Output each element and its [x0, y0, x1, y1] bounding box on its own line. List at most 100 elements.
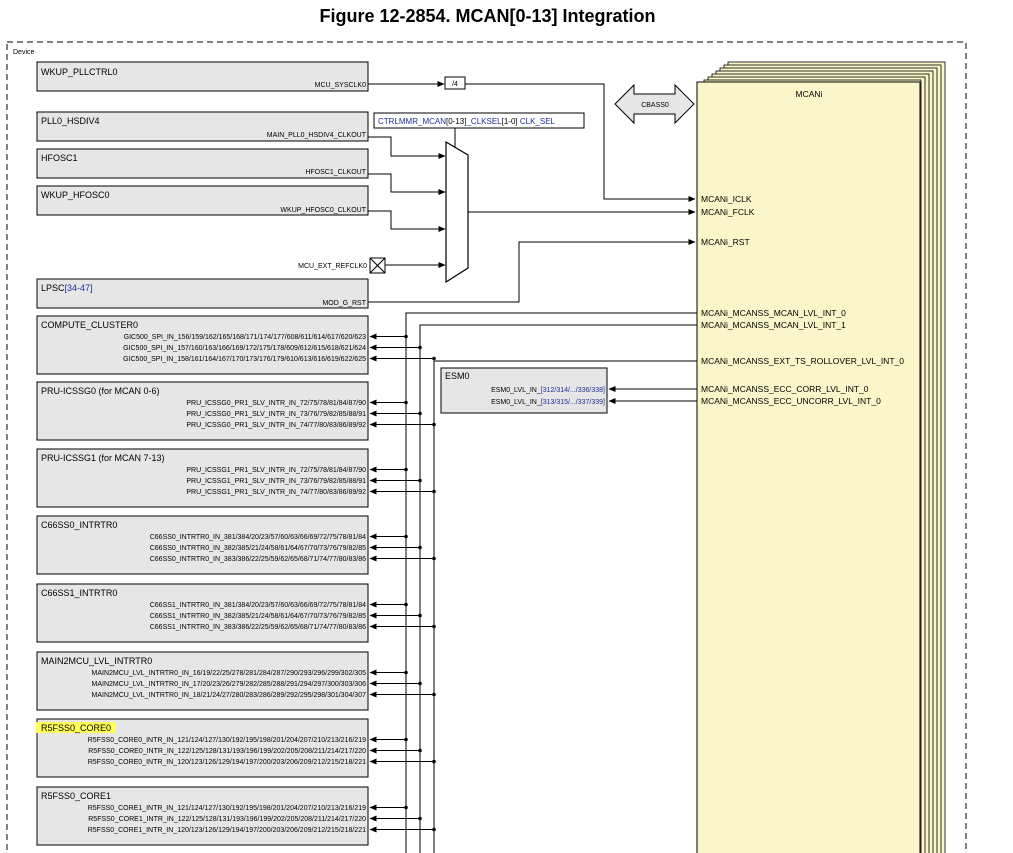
- port-int1: MCANi_MCANSS_MCAN_LVL_INT_1: [701, 320, 846, 330]
- int-block-name: C66SS1_INTRTR0: [41, 588, 117, 598]
- int-block-r5fss0-core0: R5FSS0_CORE0R5FSS0_CORE0_INTR_IN_121/124…: [36, 718, 436, 778]
- bus-junction-dot: [418, 411, 422, 416]
- int-block-name: R5FSS0_CORE1: [41, 791, 111, 801]
- int-signal: PRU_ICSSG1_PR1_SLV_INTR_IN_74/77/80/83/8…: [186, 489, 366, 496]
- int-signal: PRU_ICSSG0_PR1_SLV_INTR_IN_72/75/78/81/8…: [186, 400, 366, 407]
- clock-mux: [445, 140, 469, 284]
- lpsc-name: LPSC: [41, 283, 65, 293]
- int-signal: PRU_ICSSG0_PR1_SLV_INTR_IN_73/76/79/82/8…: [186, 411, 366, 418]
- block-signal: MAIN_PLL0_HSDIV4_CLKOUT: [267, 132, 367, 139]
- port-rst: MCANi_RST: [701, 237, 750, 247]
- int-block-name: PRU-ICSSG1 (for MCAN 7-13): [41, 453, 165, 463]
- int-signal: R5FSS0_CORE0_INTR_IN_122/125/128/131/193…: [88, 748, 366, 755]
- block-name: HFOSC1: [41, 153, 78, 163]
- lpsc-block: LPSC[34-47] MOD_G_RST: [36, 278, 369, 309]
- bus-junction-dot: [418, 748, 422, 753]
- bus-junction-dot: [432, 827, 436, 832]
- port-fclk: MCANi_FCLK: [701, 207, 755, 217]
- bus-junction-dot: [432, 624, 436, 629]
- bus-junction-dot: [404, 400, 408, 405]
- int-signal: C66SS0_INTRTR0_IN_383/386/22/25/59/62/65…: [150, 556, 366, 563]
- int-block-name: PRU-ICSSG0 (for MCAN 0-6): [41, 386, 160, 396]
- int-signal: C66SS1_INTRTR0_IN_381/384/20/23/57/60/63…: [150, 602, 366, 609]
- bus-junction-dot: [418, 613, 422, 618]
- block-signal: WKUP_HFOSC0_CLKOUT: [280, 207, 366, 214]
- int-block-compute-cluster0: COMPUTE_CLUSTER0GIC500_SPI_IN_156/159/16…: [36, 315, 436, 375]
- esm-line-1: ESM0_LVL_IN_[313/315/.../337/339]: [491, 399, 605, 406]
- int-block-name: C66SS0_INTRTR0: [41, 520, 117, 530]
- bus-junction-dot: [432, 759, 436, 764]
- esm-name: ESM0: [445, 371, 470, 381]
- mcan-label: MCANi: [796, 89, 823, 99]
- int-signal: R5FSS0_CORE0_INTR_IN_120/123/126/129/194…: [88, 759, 366, 766]
- port-ecc-corr: MCANi_MCANSS_ECC_CORR_LVL_INT_0: [701, 384, 869, 394]
- bus-junction-dot: [432, 692, 436, 697]
- int-block-pru-icssg1-for-mcan-7-13: PRU-ICSSG1 (for MCAN 7-13) PRU_ICSSG1_PR1…: [36, 448, 436, 508]
- int-signal: PRU_ICSSG0_PR1_SLV_INTR_IN_74/77/80/83/8…: [186, 422, 366, 429]
- device-boundary: [6, 41, 967, 853]
- bus-junction-dot: [432, 556, 436, 561]
- int-block-c66ss1-intrtr0: C66SS1_INTRTR0C66SS1_INTRTR0_IN_381/384/…: [36, 583, 436, 643]
- int-signal: GIC500_SPI_IN_157/160/163/166/169/172/17…: [123, 345, 366, 352]
- bus-junction-dot: [418, 681, 422, 686]
- figure-title: Figure 12-2854. MCAN[0-13] Integration: [319, 6, 656, 26]
- int-signal: R5FSS0_CORE0_INTR_IN_121/124/127/130/192…: [88, 737, 366, 744]
- block-signal: MCU_SYSCLK0: [315, 82, 366, 89]
- int-block-name: MAIN2MCU_LVL_INTRTR0: [41, 656, 152, 666]
- int-block-main2mcu-lvl-intrtr0: MAIN2MCU_LVL_INTRTR0MAIN2MCU_LVL_INTRTR0…: [36, 651, 436, 711]
- int-signal: MAIN2MCU_LVL_INTRTR0_IN_18/21/24/27/280/…: [92, 692, 367, 699]
- clock-block-wkup-hfosc0: WKUP_HFOSC0 WKUP_HFOSC0_CLKOUT: [36, 185, 369, 216]
- bus-junction-dot: [404, 805, 408, 810]
- port-int0: MCANi_MCANSS_MCAN_LVL_INT_0: [701, 308, 846, 318]
- mux-control-box: [373, 112, 585, 129]
- port-ecc-uncorr: MCANi_MCANSS_ECC_UNCORR_LVL_INT_0: [701, 396, 881, 406]
- int-signal: C66SS1_INTRTR0_IN_383/386/22/25/59/62/65…: [150, 624, 366, 631]
- bus-junction-dot: [418, 545, 422, 550]
- bus-junction-dot: [432, 356, 436, 361]
- int-block-name: COMPUTE_CLUSTER0: [41, 320, 138, 330]
- int-signal: R5FSS0_CORE1_INTR_IN_121/124/127/130/192…: [88, 805, 366, 812]
- block-signal: HFOSC1_CLKOUT: [305, 169, 366, 176]
- clock-block-hfosc1: HFOSC1 HFOSC1_CLKOUT: [36, 148, 369, 179]
- bus-junction-dot: [432, 489, 436, 494]
- clock-wiring: [368, 81, 696, 303]
- int-signal: GIC500_SPI_IN_158/161/164/167/170/173/17…: [123, 356, 366, 363]
- block-name: PLL0_HSDIV4: [41, 116, 100, 126]
- int-signal: GIC500_SPI_IN_156/159/162/165/168/171/17…: [124, 334, 366, 341]
- esm-block: ESM0 ESM0_LVL_IN_[312/314/.../336/338] E…: [440, 367, 608, 414]
- int-block-c66ss0-intrtr0: C66SS0_INTRTR0C66SS0_INTRTR0_IN_381/384/…: [36, 515, 436, 575]
- clock-block-pll0-hsdiv4: PLL0_HSDIV4 MAIN_PLL0_HSDIV4_CLKOUT: [36, 111, 369, 142]
- block-name: WKUP_PLLCTRL0: [41, 67, 118, 77]
- cbass-bus-arrow: [614, 83, 695, 125]
- cbass-label: CBASS0: [641, 102, 669, 109]
- bus-junction-dot: [418, 816, 422, 821]
- bus-junction-dot: [404, 602, 408, 607]
- int-block-r5fss0-core1: R5FSS0_CORE1R5FSS0_CORE1_INTR_IN_121/124…: [36, 786, 436, 846]
- bus-junction-dot: [432, 422, 436, 427]
- lpsc-signal: MOD_G_RST: [322, 300, 366, 307]
- bus-junction-dot: [404, 334, 408, 339]
- ext-refclk-pad: [369, 257, 386, 274]
- mux-control-label: CTRLMMR_MCAN[0-13]_CLKSEL[1-0] CLK_SEL: [378, 117, 556, 126]
- int-signal: C66SS0_INTRTR0_IN_382/385/21/24/58/61/64…: [150, 545, 366, 552]
- esm-line-0: ESM0_LVL_IN_[312/314/.../336/338]: [491, 387, 605, 394]
- port-iclk: MCANi_ICLK: [701, 194, 752, 204]
- bus-junction-dot: [418, 478, 422, 483]
- interrupt-destination-blocks: COMPUTE_CLUSTER0GIC500_SPI_IN_156/159/16…: [36, 315, 436, 846]
- int-block-pru-icssg0-for-mcan-0-6: PRU-ICSSG0 (for MCAN 0-6) PRU_ICSSG0_PR1_…: [36, 381, 436, 441]
- int-signal: PRU_ICSSG1_PR1_SLV_INTR_IN_72/75/78/81/8…: [186, 467, 366, 474]
- int-signal: C66SS0_INTRTR0_IN_381/384/20/23/57/60/63…: [150, 534, 366, 541]
- int-signal: R5FSS0_CORE1_INTR_IN_122/125/128/131/193…: [88, 816, 366, 823]
- mcan-block: [696, 81, 921, 853]
- ext-refclk-label: MCU_EXT_REFCLK0: [298, 263, 367, 270]
- clock-block-wkup-pllctrl0: WKUP_PLLCTRL0 MCU_SYSCLK0: [36, 61, 369, 92]
- svg-text:LPSC[34-47]: LPSC[34-47]: [41, 283, 93, 293]
- int-signal: PRU_ICSSG1_PR1_SLV_INTR_IN_73/76/79/82/8…: [186, 478, 366, 485]
- bus-junction-dot: [418, 345, 422, 350]
- bus-junction-dot: [404, 670, 408, 675]
- int-block-name: R5FSS0_CORE0: [41, 723, 111, 733]
- lpsc-range: [34-47]: [65, 283, 93, 293]
- bus-junction-dot: [404, 534, 408, 539]
- block-name: WKUP_HFOSC0: [41, 190, 110, 200]
- divider-box: [444, 76, 466, 90]
